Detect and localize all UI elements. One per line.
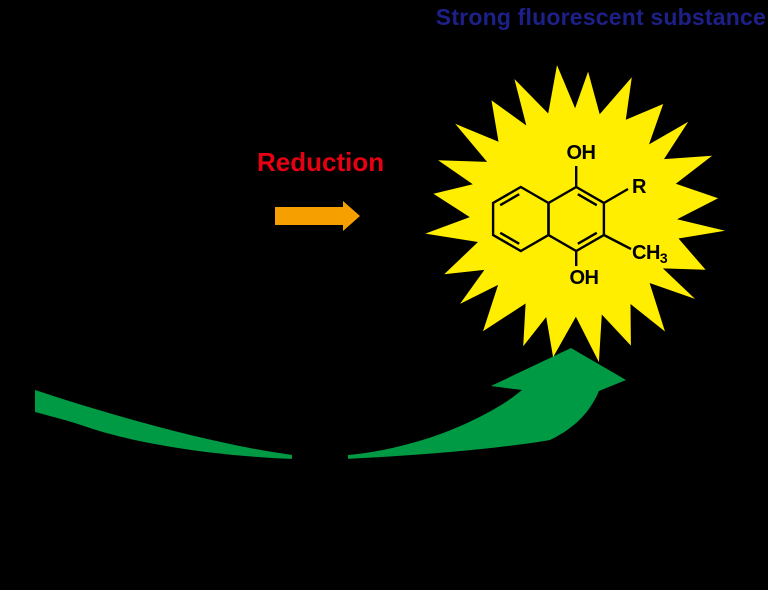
hydroxyl-bottom-label: OH [569, 267, 600, 289]
methyl-main-text: CH [632, 242, 660, 264]
methyl-label: CH3 [632, 243, 668, 265]
methyl-bond [603, 233, 632, 251]
double-bond-line [499, 193, 520, 207]
reduction-arrow-icon [275, 201, 360, 231]
curved-arrow-icon [35, 348, 626, 460]
arrow-gap-mask [292, 446, 348, 466]
reduction-label: Reduction [257, 147, 385, 177]
double-bond-line [499, 231, 520, 245]
hydroxyl-top-label: OH [566, 142, 597, 164]
page-title: Strong fluorescent substance [435, 4, 766, 30]
starburst-icon [425, 65, 726, 363]
methyl-subscript: 3 [659, 250, 668, 266]
r-group-bond [603, 187, 629, 205]
double-bond-line [577, 193, 598, 207]
double-bond-line [577, 231, 598, 245]
r-group-label: R [632, 176, 646, 198]
molecule-structure [491, 166, 632, 266]
